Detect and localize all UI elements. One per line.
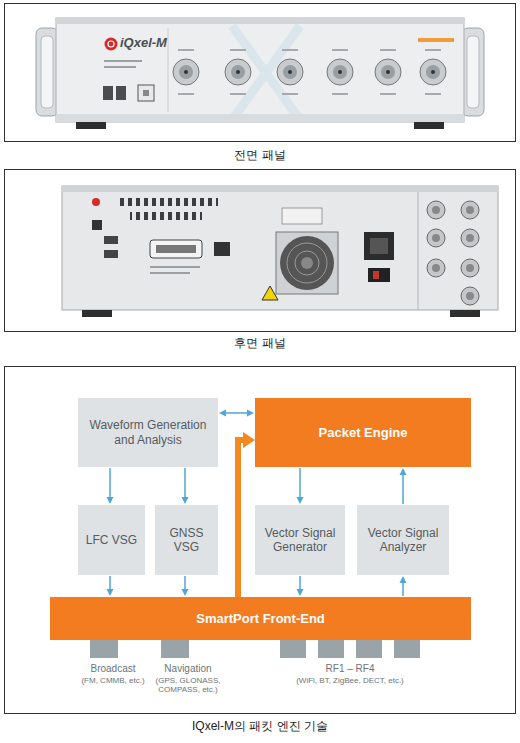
engine-box: Packet Engine (255, 398, 471, 467)
port-label: Navigation (153, 663, 223, 675)
arrow-head (182, 589, 189, 596)
port-note: (FM, CMMB, etc.) (71, 676, 155, 685)
arrow-head (107, 589, 114, 596)
arrow-head (400, 576, 407, 583)
connector-line (109, 576, 111, 590)
connector-arrow (107, 468, 114, 504)
port-label: RF1 – RF4 (290, 663, 410, 675)
arrow-head (107, 497, 114, 504)
connector-arrow (400, 468, 407, 504)
connector-arrow (182, 468, 189, 504)
bnc-connector (420, 49, 446, 95)
panel-frames (5, 4, 516, 714)
generator-box: LFC VSG (78, 505, 145, 575)
connector-arrow (219, 410, 254, 417)
process-box: Waveform Generation and Analysis (78, 398, 218, 467)
connector-arrow (400, 576, 407, 596)
arrow-head (400, 468, 407, 475)
node-text: Waveform Generation and Analysis (83, 418, 213, 447)
arrow-head (182, 497, 189, 504)
connector-arrow (107, 576, 114, 596)
node-text: Packet Engine (319, 425, 408, 441)
port-note: (WiFi, BT, ZigBee, DECT, etc.) (265, 676, 435, 685)
port-note: (GPS, GLONASS, COMPASS, etc.) (149, 676, 227, 694)
connector-line (299, 468, 301, 498)
port-stubs (90, 640, 420, 658)
port-label: Broadcast (78, 663, 148, 675)
generator-box: GNSS VSG (155, 505, 218, 575)
figure-caption: IQxel-M의 패킷 엔진 기술 (50, 720, 470, 734)
logo-text: iQxel-M (120, 36, 190, 51)
arrow-head (297, 589, 304, 596)
arrow-head (243, 432, 255, 448)
connector-line (238, 440, 244, 597)
connector-arrow (238, 432, 255, 597)
connector-arrow (297, 468, 304, 504)
node-text: GNSS VSG (160, 526, 213, 555)
connector-line (402, 474, 404, 504)
arrow-head (247, 410, 254, 417)
connector-line (402, 582, 404, 596)
node-text: Vector Signal Analyzer (362, 526, 444, 555)
panel-caption: 전면 패널 (160, 149, 360, 163)
connector-line (299, 576, 301, 590)
bnc-connector (277, 49, 303, 95)
analyzer-box: Vector Signal Analyzer (357, 505, 449, 575)
bnc-connector (173, 49, 199, 95)
rear-panel-illustration (62, 186, 498, 317)
connector-line (184, 468, 186, 498)
connector-arrow (182, 576, 189, 596)
bnc-connector (327, 49, 353, 95)
connector-line (225, 412, 248, 414)
bnc-connector (225, 49, 251, 95)
connector-line (109, 468, 111, 498)
arrow-head (297, 497, 304, 504)
connector-line (184, 576, 186, 590)
arrow-head (219, 410, 226, 417)
node-text: LFC VSG (86, 533, 137, 547)
node-text: SmartPort Front-End (196, 611, 325, 627)
bnc-connector (375, 49, 401, 95)
panel-caption: 후면 패널 (160, 337, 360, 351)
front-panel-illustration (36, 18, 484, 129)
front-end-band: SmartPort Front-End (50, 597, 471, 640)
connector-arrow (297, 576, 304, 596)
node-text: Vector Signal Generator (260, 526, 340, 555)
generator-box: Vector Signal Generator (255, 505, 345, 575)
